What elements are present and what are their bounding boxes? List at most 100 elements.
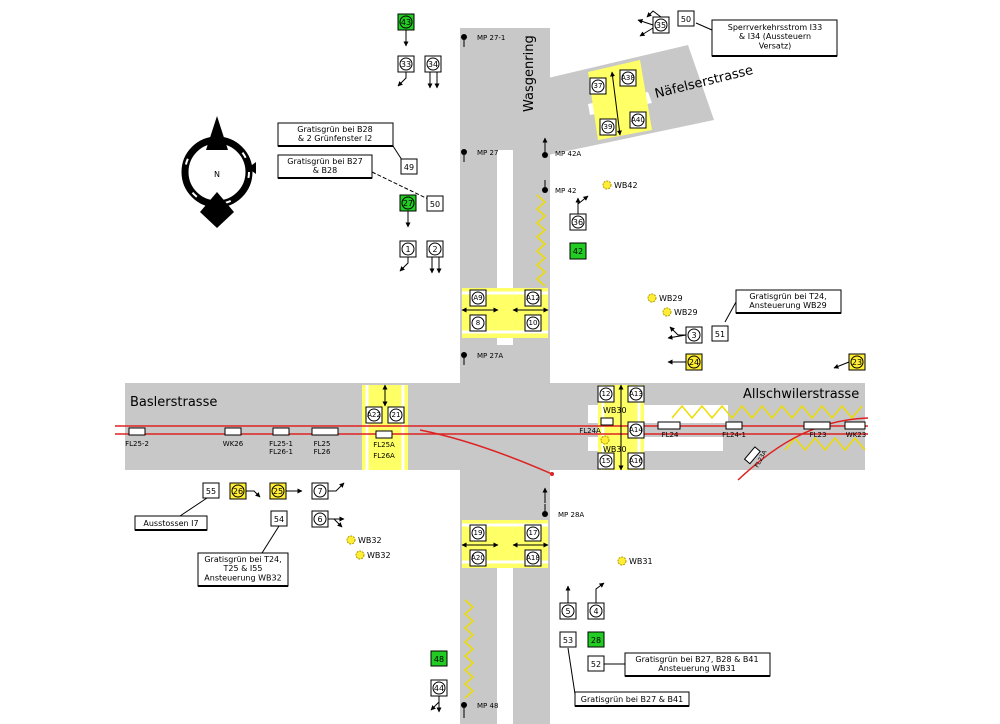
movement-arrows [246,10,850,713]
head-15: 15 [597,452,615,470]
wb32-b: WB32 [355,550,391,560]
loop-fl25-2: FL25-2 [125,427,149,448]
svg-text:52: 52 [591,660,601,669]
svg-text:44: 44 [434,684,444,693]
crossing-signal-heads: A9 8 A12 10 A22 21 12 A13 A14 15 A16 19 … [365,69,647,567]
head-37: 37 [589,77,607,95]
signal-4: 4 [587,602,605,620]
svg-text:42: 42 [573,247,583,256]
svg-text:4: 4 [593,607,598,616]
loop-fl24: FL24 [657,421,681,439]
tram-end-dot [550,472,554,476]
wb29-a: WB29 [647,293,683,303]
svg-text:26: 26 [233,487,243,496]
svg-text:A16: A16 [629,457,643,465]
svg-text:12: 12 [602,390,611,398]
note-49-text: Gratisgrün bei B28& 2 Grünfenster I2 [297,125,372,143]
box-55: 55 [202,482,220,499]
svg-text:8: 8 [476,319,480,327]
zigzag-north [535,194,547,287]
svg-text:37: 37 [594,82,603,90]
wb42: WB42 [602,180,638,190]
loop-fl24a: FL24A [579,417,614,435]
head-39: 39 [599,118,617,136]
head-a12: A12 [524,289,542,307]
svg-text:FL25A: FL25A [373,441,395,449]
head-a38: A38 [619,69,637,87]
wait-buttons: WB42 WB29 WB29 WB30 WB30 WB32 WB32 WB31 [346,180,698,566]
head-a16: A16 [627,452,645,470]
street-baslerstrasse: Baslerstrasse [130,395,217,410]
leader-49 [392,145,403,161]
svg-text:A13: A13 [629,390,643,398]
wb29-b: WB29 [662,307,698,317]
loop-wk26: WK26 [223,427,244,448]
svg-text:MP 27: MP 27 [477,149,498,157]
svg-text:3: 3 [691,331,696,340]
compass-arrow-right [248,162,256,174]
svg-text:A20: A20 [471,554,485,562]
box-50: 50 [426,195,444,212]
svg-text:WB30: WB30 [603,445,627,454]
svg-text:WB31: WB31 [629,557,653,566]
svg-text:49: 49 [404,163,414,172]
svg-text:FL23: FL23 [810,431,827,439]
leader-50 [371,171,429,200]
head-21: 21 [387,406,405,424]
street-wasgenring: Wasgenring [522,35,537,112]
svg-text:24: 24 [689,358,699,367]
box-54: 54 [270,510,288,527]
svg-text:7: 7 [317,487,322,496]
svg-text:MP 42A: MP 42A [555,150,581,158]
signal-27-green: 27 [399,194,417,212]
svg-text:WB32: WB32 [367,551,391,560]
compass-north-label: N [214,170,220,179]
svg-text:MP 48: MP 48 [477,702,498,710]
note-50-text: Gratisgrün bei B27& B28 [287,157,362,175]
svg-text:WB32: WB32 [358,536,382,545]
head-a9: A9 [469,289,487,307]
head-a13: A13 [627,385,645,403]
head-8: 8 [469,314,487,332]
head-19: 19 [469,524,487,542]
svg-text:19: 19 [474,529,483,537]
svg-text:28: 28 [591,636,601,645]
svg-text:21: 21 [392,411,401,419]
note-53-text: Gratisgrün bei B27 & B41 [581,695,683,704]
svg-text:39: 39 [604,123,613,131]
head-10: 10 [524,314,542,332]
svg-text:33: 33 [401,60,411,69]
box-50-top: 50 [677,10,695,27]
zigzag-south [463,599,475,699]
note-50: Gratisgrün bei B27& B28 [277,154,373,179]
svg-text:51: 51 [715,330,725,339]
svg-text:WB29: WB29 [674,308,698,317]
box-49: 49 [400,158,418,175]
signal-23-yellow: 23 [848,353,866,371]
svg-text:10: 10 [529,319,538,327]
svg-text:2: 2 [432,245,437,254]
svg-text:A18: A18 [526,554,540,562]
svg-text:A14: A14 [629,426,643,434]
tram-curve-south [419,429,553,475]
signal-36: 36 [569,213,587,231]
zigzag-markings [463,194,866,699]
mp-27a: MP 27A [461,352,503,365]
note-i7: Ausstossen I7 [134,515,208,531]
loop-fl25a: FL25A [373,430,395,449]
loop-fl26a: FL26A [373,452,395,460]
loop-wk23: WK23 [844,421,866,439]
mp-42: MP 42 [542,180,576,195]
wb32-a: WB32 [346,535,382,545]
svg-text:6: 6 [317,515,322,524]
